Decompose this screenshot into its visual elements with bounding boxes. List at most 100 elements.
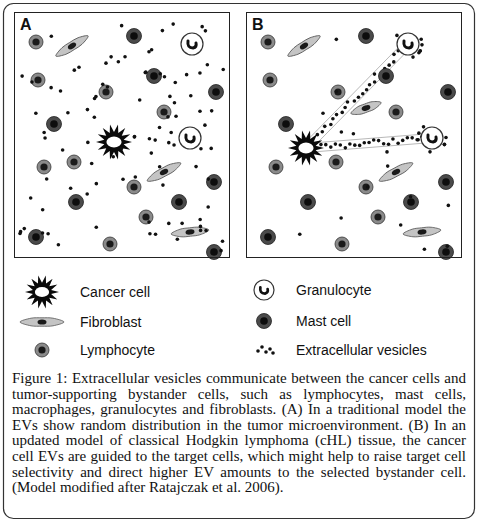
lymphocyte-cell [389,105,403,119]
extracellular-vesicle [443,143,447,147]
extracellular-vesicle [86,141,90,145]
lymphocyte-cell [67,155,81,169]
extracellular-vesicle [348,142,352,146]
extracellular-vesicle [206,63,210,67]
granulocyte-cell [421,127,443,149]
extracellular-vesicle [417,131,421,135]
vesicle-trail [309,47,411,151]
extracellular-vesicle [392,53,396,57]
fibroblast-cell [350,99,383,118]
extracellular-vesicle [109,55,113,59]
lymphocyte-cell [261,35,275,49]
extracellular-vesicle [167,222,171,226]
extracellular-vesicle [428,150,432,154]
extracellular-vesicle [406,136,410,140]
extracellular-vesicle [334,142,338,146]
extracellular-vesicle [168,95,172,99]
mast-cell [47,117,62,132]
extracellular-vesicle [343,106,347,110]
legend-label: Mast cell [296,313,351,329]
fibroblast-cell [54,32,91,59]
fibroblast-cell [286,32,323,59]
extracellular-vesicle [410,136,414,140]
extracellular-vesicle [445,244,449,248]
extracellular-vesicle [171,22,175,26]
extracellular-vesicle [423,247,427,251]
extracellular-vesicle [419,38,423,42]
extracellular-vesicle [392,60,396,64]
extracellular-vesicle [158,72,162,76]
lymphocyte-cell [335,237,349,251]
lymphocyte-cell [29,35,43,49]
lymphocyte-cell [263,73,277,87]
extracellular-vesicle [329,145,333,149]
extracellular-vesicle [340,130,344,134]
lymphocyte-cell [31,73,45,87]
extracellular-vesicle [339,216,343,220]
extracellular-vesicle [45,177,49,181]
extracellular-vesicle [73,68,77,72]
extracellular-vesicle [377,139,381,143]
extracellular-vesicle [57,243,61,247]
panel-box: B [246,12,462,258]
extracellular-vesicle [352,132,356,136]
extracellular-vesicle [418,49,422,53]
extracellular-vesicle [198,218,202,222]
mast-cell [147,69,162,84]
granulocyte-cell [254,280,274,300]
extracellular-vesicle [94,225,98,229]
extracellular-vesicle [199,225,203,229]
extracellular-vesicle [401,139,405,143]
extracellular-vesicle [418,49,422,53]
extracellular-vesicle [447,204,451,208]
mast-cell [404,195,419,210]
mast-cell [257,314,272,329]
extracellular-vesicle [198,109,202,113]
legend-label: Extracellular vesicles [296,342,427,358]
extracellular-vesicle [386,164,390,168]
extracellular-vesicle [189,94,193,98]
lymphocyte-cell [157,105,171,119]
extracellular-vesicle [150,151,154,155]
extracellular-vesicle [209,147,213,151]
extracellular-vesicle [443,143,447,147]
mast-cell [439,175,454,190]
extracellular-vesicle [30,80,34,84]
lymphocyte-cell [127,180,141,194]
vesicle-trail [306,134,432,144]
extracellular-vesicle [95,182,99,186]
extracellular-vesicle [158,126,162,130]
extracellular-vesicle [219,249,223,253]
extracellular-vesicle [372,138,376,142]
extracellular-vesicle [173,81,177,85]
extracellular-vesicle [41,231,45,235]
fibroblast-cell [377,159,415,184]
extracellular-vesicle [198,71,202,75]
extracellular-vesicle [338,143,342,147]
lymphocyte-cell [99,85,113,99]
extracellular-vesicle [420,43,424,47]
extracellular-vesicle [106,85,110,89]
extracellular-vesicle [34,111,38,115]
extracellular-vesicle [172,143,176,147]
extracellular-vesicle [319,143,323,147]
extracellular-vesicle [340,111,344,115]
extracellular-vesicle [180,222,184,226]
extracellular-vesicle [41,208,45,212]
panel-illustration [261,29,456,260]
extracellular-vesicle [22,227,26,231]
extracellular-vesicle [161,183,165,187]
extracellular-vesicle [260,345,264,349]
extracellular-vesicle [335,113,339,117]
extracellular-vesicle [66,111,70,115]
extracellular-vesicle [133,135,137,139]
lymphocyte-cell [329,155,343,169]
extracellular-vesicle [203,123,207,127]
extracellular-vesicle [104,61,108,65]
extracellular-vesicle [49,86,53,90]
extracellular-vesicle [321,130,325,134]
extracellular-vesicle [395,34,399,38]
extracellular-vesicle [123,55,127,59]
mast-cell [261,230,276,245]
